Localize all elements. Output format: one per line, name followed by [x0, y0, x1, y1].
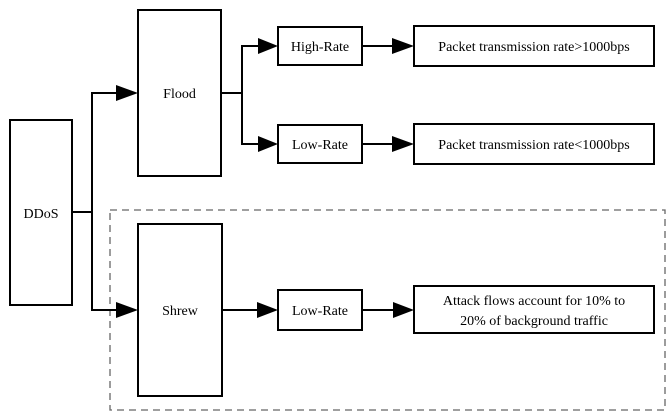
node-desc-high: Packet transmission rate>1000bps — [413, 25, 655, 67]
arrowhead-to-shrew — [116, 302, 138, 318]
node-desc-low-label: Packet transmission rate<1000bps — [438, 138, 629, 153]
node-desc-shrew-line1: Attack flows account for 10% to — [443, 294, 625, 309]
arrowhead-to-flood — [116, 85, 138, 101]
node-shrew-label: Shrew — [162, 304, 199, 319]
connector-ddos-shrew — [91, 212, 118, 311]
node-flood: Flood — [137, 9, 222, 177]
arrowhead-to-high-rate — [258, 38, 278, 54]
arrowhead-to-shrew-low-rate — [257, 302, 278, 318]
node-high-rate: High-Rate — [277, 26, 363, 66]
node-desc-high-label: Packet transmission rate>1000bps — [438, 40, 629, 55]
node-low-rate-shrew-label: Low-Rate — [292, 304, 348, 319]
node-low-rate-shrew: Low-Rate — [277, 289, 363, 331]
node-high-rate-label: High-Rate — [291, 40, 349, 55]
node-shrew: Shrew — [137, 223, 223, 397]
node-desc-low: Packet transmission rate<1000bps — [413, 123, 655, 165]
arrowhead-to-low-desc — [392, 136, 414, 152]
arrowhead-to-low-rate — [258, 136, 278, 152]
node-ddos: DDoS — [9, 119, 73, 306]
arrowheads — [116, 38, 414, 318]
connectors — [72, 45, 395, 311]
connector-flood-high — [221, 45, 260, 94]
node-ddos-label: DDoS — [23, 207, 58, 222]
connector-flood-low — [241, 93, 260, 145]
connector-ddos-flood — [72, 92, 118, 213]
node-low-rate-flood: Low-Rate — [277, 124, 363, 164]
node-desc-shrew: Attack flows account for 10% to 20% of b… — [413, 285, 655, 334]
arrowhead-to-high-desc — [392, 38, 414, 54]
arrowhead-to-shrew-desc — [393, 302, 414, 318]
node-flood-label: Flood — [163, 87, 196, 102]
node-low-rate-flood-label: Low-Rate — [292, 138, 348, 153]
node-desc-shrew-line2: 20% of background traffic — [460, 314, 608, 329]
